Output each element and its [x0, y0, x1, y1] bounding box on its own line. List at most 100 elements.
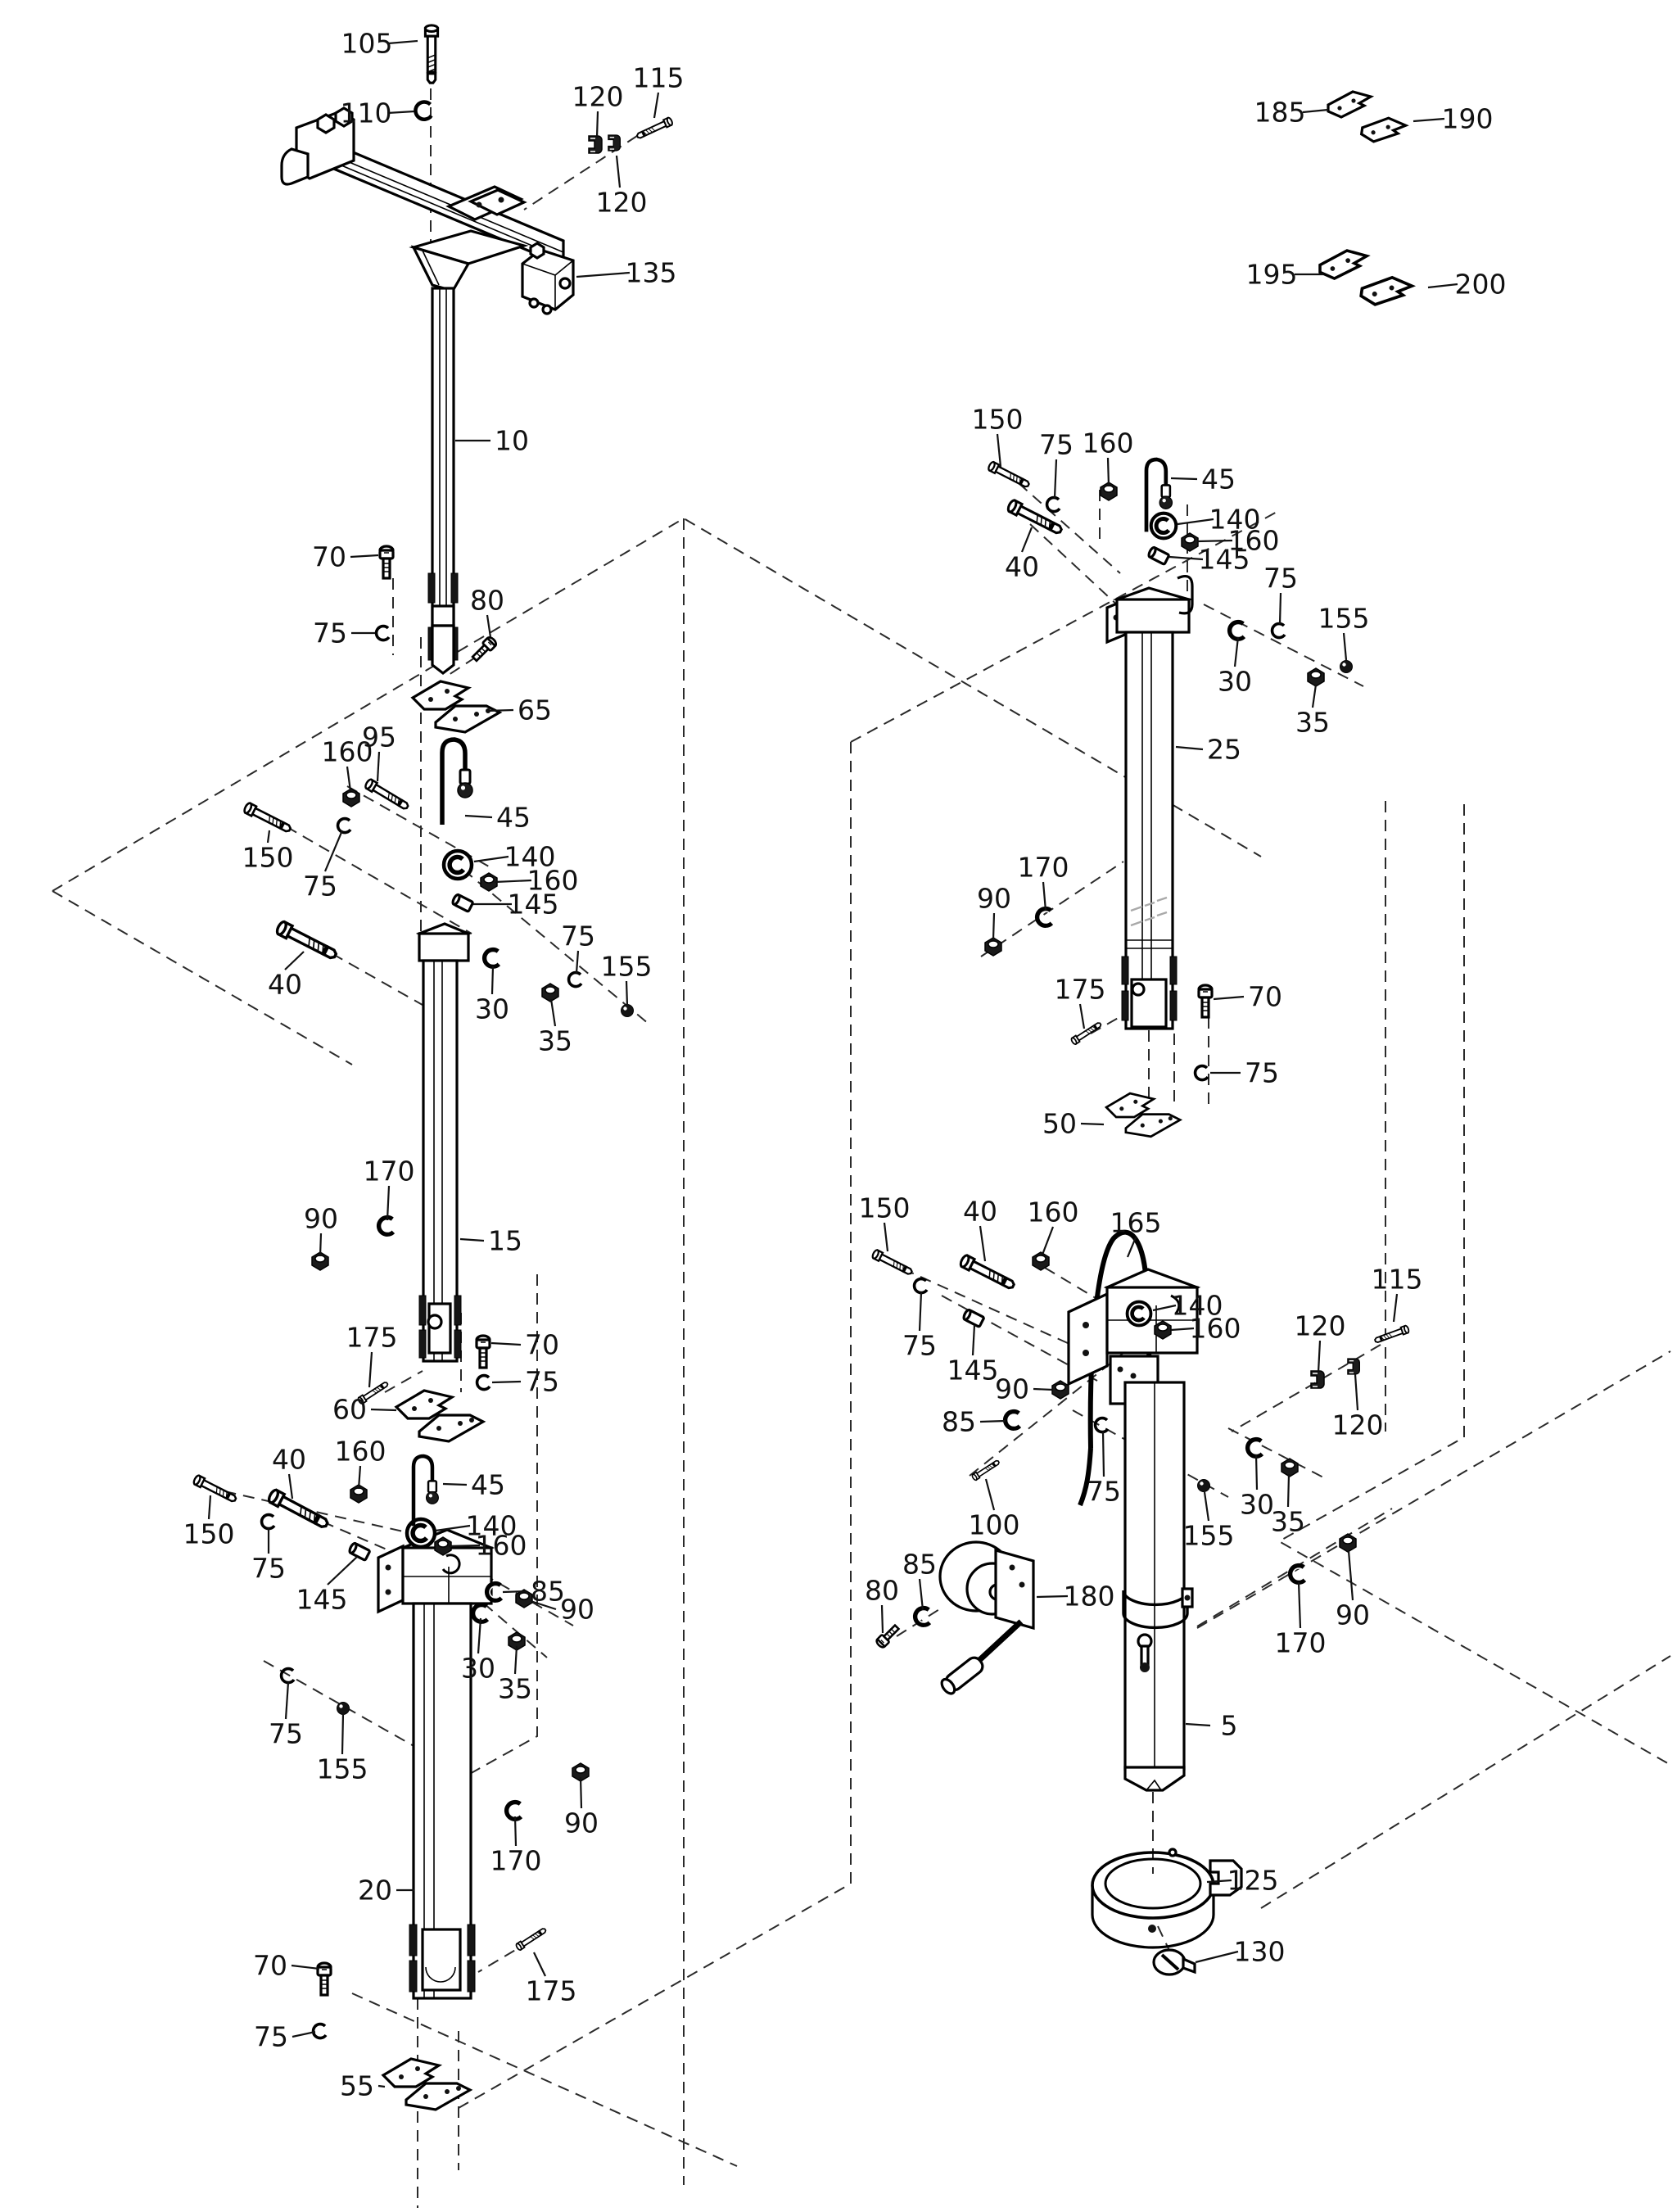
clip-part-icon [608, 134, 621, 152]
callout-label-40: 40 [272, 1444, 306, 1476]
bolt-part-icon [242, 801, 294, 836]
callout-label-80: 80 [470, 585, 504, 617]
callout-leader-160 [494, 879, 532, 884]
winch-180 [938, 1540, 1035, 1695]
callout-label-120: 120 [596, 187, 648, 219]
callout-leader-85 [918, 1578, 924, 1611]
callout-label-90: 90 [304, 1203, 338, 1235]
nut-part-icon [1032, 1251, 1050, 1271]
callout-label-75: 75 [1087, 1476, 1121, 1508]
callout-leader-40 [979, 1225, 987, 1262]
callout-label-30: 30 [461, 1653, 495, 1685]
callout-label-70: 70 [525, 1329, 559, 1361]
washer-part-icon [912, 1277, 929, 1295]
callout-label-105: 105 [341, 28, 393, 60]
pin-part-icon [1340, 660, 1353, 673]
cwasher-part-icon [507, 1803, 521, 1819]
callout-leader-45 [464, 814, 493, 819]
callout-leader-30 [490, 966, 495, 995]
callout-label-80: 80 [865, 1575, 899, 1607]
callout-leader-175 [1078, 1003, 1086, 1029]
bolt-part-icon [957, 1252, 1018, 1293]
callout-label-75: 75 [254, 2021, 288, 2053]
callout-leader-180 [1036, 1595, 1069, 1599]
screw-part-icon [1197, 984, 1214, 1019]
pin-part-icon [1197, 1479, 1210, 1492]
callout-label-5: 5 [1221, 1710, 1238, 1742]
callout-leader-150 [207, 1495, 212, 1520]
callout-leader-115 [1392, 1293, 1399, 1323]
clip-part-icon [588, 135, 603, 154]
crossbar-left-clamp [280, 106, 355, 186]
callout-leader-75 [575, 950, 580, 974]
callout-leader-185 [1302, 108, 1329, 114]
callout-label-150: 150 [183, 1518, 235, 1550]
washer-part-icon [311, 2022, 328, 2040]
callout-label-85: 85 [902, 1549, 937, 1581]
callout-leader-45 [442, 1482, 468, 1486]
callout-leader-105 [387, 39, 418, 45]
callout-label-75: 75 [269, 1718, 303, 1750]
collar-125 [1091, 1848, 1243, 1949]
callout-label-160: 160 [527, 865, 579, 897]
callout-label-155: 155 [317, 1753, 368, 1785]
callout-label-200: 200 [1455, 269, 1507, 301]
mast-20 [377, 1528, 495, 2000]
callout-label-75: 75 [251, 1553, 286, 1585]
screw-part-icon [316, 1961, 332, 1997]
crossbar-center-plate [445, 185, 527, 221]
callout-label-160: 160 [476, 1530, 527, 1562]
callout-leader-40 [287, 1473, 294, 1500]
callout-label-145: 145 [947, 1355, 999, 1386]
callout-label-140: 140 [504, 841, 556, 873]
callout-leader-45 [1170, 477, 1198, 481]
callout-label-10: 10 [495, 425, 529, 457]
bolt-part-icon [423, 24, 440, 84]
callout-label-30: 30 [1218, 666, 1252, 698]
callout-leader-90 [992, 912, 996, 941]
callout-leader-75 [1053, 459, 1058, 499]
callout-label-35: 35 [498, 1673, 532, 1705]
callout-label-145: 145 [508, 889, 559, 921]
callout-leader-160 [357, 1465, 362, 1490]
callout-label-160: 160 [335, 1436, 386, 1468]
callout-label-115: 115 [1372, 1264, 1423, 1296]
callout-label-60: 60 [332, 1394, 367, 1426]
cwasher-part-icon [1291, 1566, 1304, 1582]
zplate-part-icon [1358, 272, 1415, 311]
callout-label-85: 85 [531, 1576, 565, 1608]
callout-label-170: 170 [490, 1845, 542, 1877]
callout-label-150: 150 [972, 404, 1024, 436]
callout-leader-120 [1354, 1373, 1359, 1411]
cwasher-part-icon [1006, 1412, 1019, 1428]
mast-25-logo [1130, 896, 1168, 927]
callout-leader-175 [533, 1952, 546, 1977]
callout-leader-75 [1278, 592, 1282, 625]
callout-leader-200 [1427, 283, 1458, 289]
callout-label-140: 140 [1172, 1290, 1223, 1322]
callout-leader-130 [1195, 1950, 1239, 1964]
callout-label-70: 70 [253, 1950, 287, 1982]
callout-label-75: 75 [303, 871, 337, 902]
callout-leader-60 [370, 1408, 397, 1412]
callout-label-55: 55 [340, 2070, 374, 2102]
crossbar-assembly [280, 106, 575, 315]
callout-label-165: 165 [1110, 1207, 1162, 1239]
nut-part-icon [1181, 532, 1199, 552]
pin-part-icon [337, 1702, 350, 1715]
washer-part-icon [260, 1513, 276, 1531]
callout-leader-110 [386, 110, 415, 115]
clip-part-icon [1347, 1358, 1360, 1375]
bolt-part-icon [1005, 497, 1065, 538]
callout-leader-30 [1233, 636, 1240, 667]
cwasher-part-icon [379, 1218, 393, 1234]
washer-part-icon [475, 1373, 491, 1391]
callout-leader-90 [530, 1599, 557, 1611]
cable-part-icon [442, 740, 472, 825]
washer-part-icon [374, 624, 391, 642]
callout-leader-80 [486, 614, 492, 638]
callout-label-95: 95 [362, 722, 396, 753]
cwasher-part-icon [1248, 1440, 1262, 1456]
callout-leader-35 [1311, 684, 1318, 708]
